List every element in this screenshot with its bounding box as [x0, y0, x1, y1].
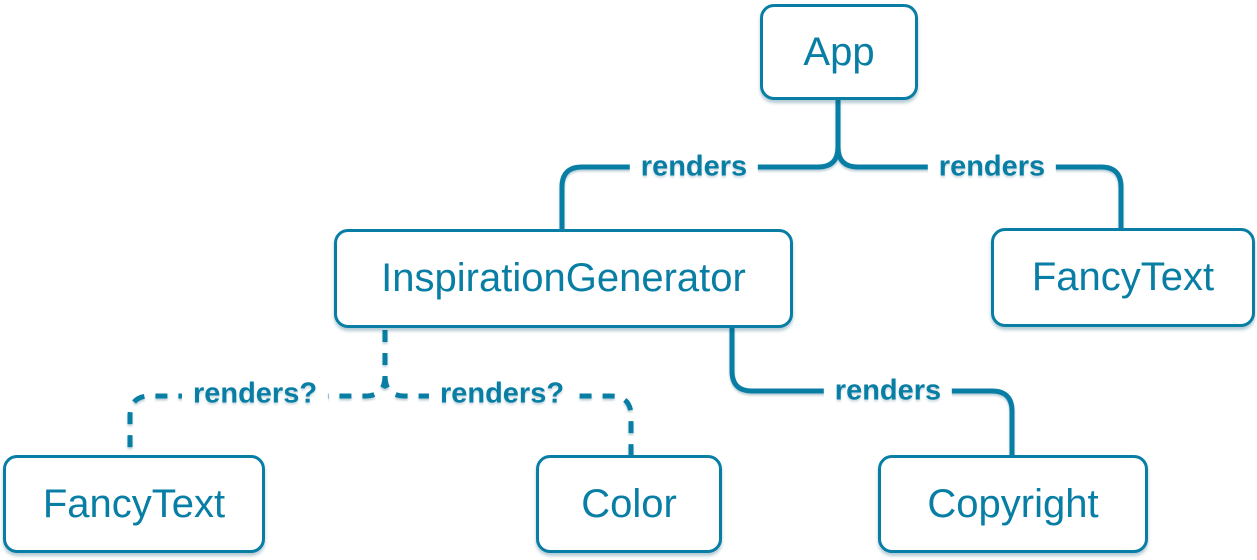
- node-fancy-text-top: FancyText: [991, 228, 1255, 327]
- node-inspiration-generator: InspirationGenerator: [334, 229, 793, 328]
- edge-label-inspiration-generator-color: renders?: [428, 376, 576, 412]
- edge-label-inspiration-generator-copyright: renders: [823, 373, 953, 409]
- edge-label-app-inspiration-generator: renders: [629, 149, 759, 185]
- node-fancy-text-bottom: FancyText: [3, 455, 265, 553]
- node-inspiration-generator-label: InspirationGenerator: [381, 256, 746, 300]
- node-copyright: Copyright: [878, 455, 1148, 553]
- edge-label-app-fancy-text: renders: [927, 149, 1057, 185]
- node-color-label: Color: [581, 481, 677, 526]
- node-fancy-text-top-label: FancyText: [1031, 255, 1215, 299]
- node-fancy-text-bottom-label: FancyText: [42, 481, 226, 526]
- node-app: App: [760, 4, 918, 100]
- node-app-label: App: [803, 29, 875, 74]
- edge-inspiration-generator-color: [382, 330, 634, 455]
- node-color: Color: [536, 455, 722, 553]
- edge-label-inspiration-generator-fancy-text: renders?: [181, 376, 329, 412]
- node-copyright-label: Copyright: [927, 481, 1099, 526]
